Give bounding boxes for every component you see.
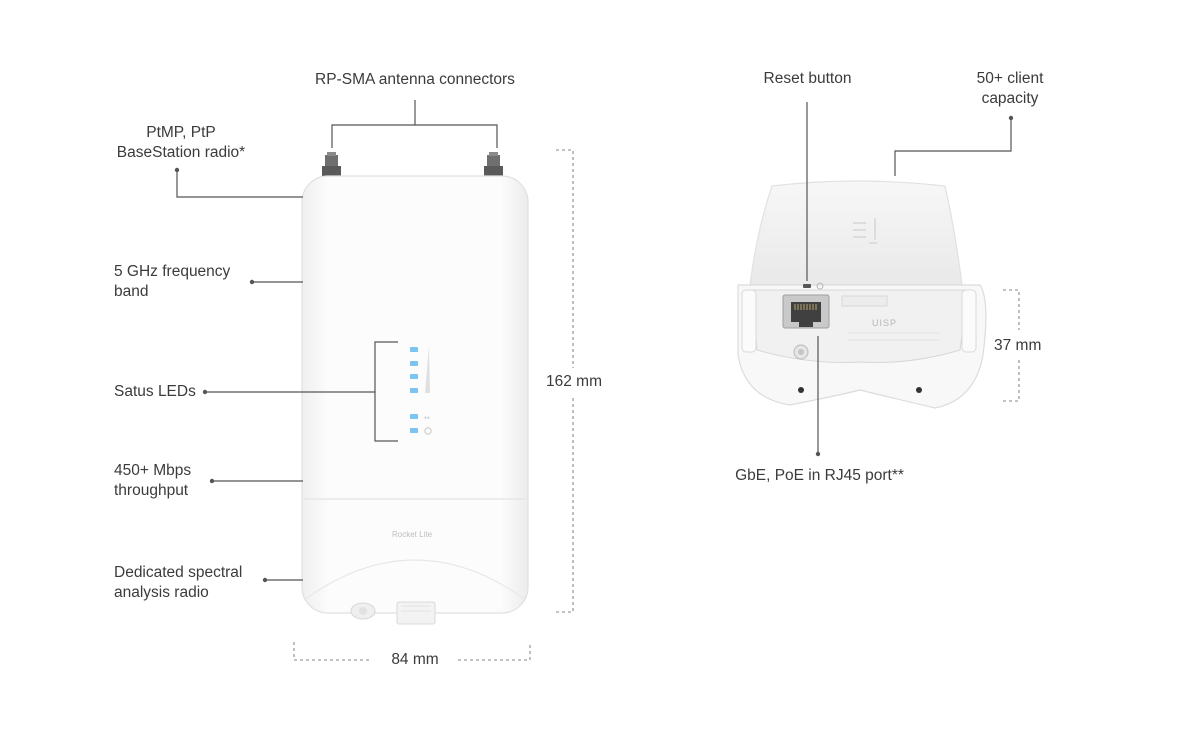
rear-device-shell — [749, 180, 963, 286]
antenna-connector-left — [322, 152, 341, 176]
mount-hole-left — [798, 387, 804, 393]
rear-ground-screw — [793, 344, 809, 360]
rear-top-markings — [853, 218, 877, 244]
dimension-width: 84 mm — [391, 651, 439, 668]
callout-frequency-band: 5 GHz frequency band — [114, 263, 231, 300]
rear-product-label — [841, 295, 940, 341]
rear-callout-dots — [815, 115, 1014, 457]
rear-callout-lines — [806, 102, 1012, 454]
callout-client-capacity: 50+ client capacity — [976, 70, 1044, 107]
front-callout-dots — [174, 167, 268, 583]
front-callout-lines — [176, 100, 498, 581]
callout-rj45-port: GbE, PoE in RJ45 port** — [735, 467, 904, 484]
rear-device — [737, 180, 987, 409]
front-ground-lug — [350, 602, 376, 620]
mount-hole-right — [916, 387, 922, 393]
callout-throughput: 450+ Mbps throughput — [114, 462, 192, 499]
antenna-leader — [331, 124, 498, 148]
front-bottom-curve — [303, 559, 527, 601]
ptmp-leader — [176, 170, 303, 198]
antenna-connector-right — [484, 152, 503, 176]
callout-status-leds: Satus LEDs — [114, 383, 196, 400]
device-brand-text: Rocket Lite — [392, 530, 433, 539]
dimension-depth: 37 mm — [994, 337, 1042, 354]
callout-antenna-connectors: RP-SMA antenna connectors — [315, 71, 515, 88]
callout-ptmp-radio: PtMP, PtP BaseStation radio* — [116, 124, 246, 161]
front-dimension-lines — [293, 149, 574, 661]
front-mount-clip — [396, 601, 436, 625]
front-device: ↔ — [301, 152, 529, 625]
rear-device-logo: UISP — [872, 318, 898, 328]
callout-spectral-radio: Dedicated spectral analysis radio — [114, 564, 243, 601]
front-device-body — [301, 175, 529, 614]
status-leds: ↔ — [410, 345, 432, 435]
svg-text:↔: ↔ — [424, 414, 430, 422]
callout-reset-button: Reset button — [763, 70, 852, 87]
reset-button — [803, 282, 824, 290]
dimension-height: 162 mm — [546, 373, 602, 390]
clients-leader — [894, 118, 1012, 176]
rj45-port — [782, 294, 830, 329]
rear-dimension-lines — [1003, 289, 1020, 402]
